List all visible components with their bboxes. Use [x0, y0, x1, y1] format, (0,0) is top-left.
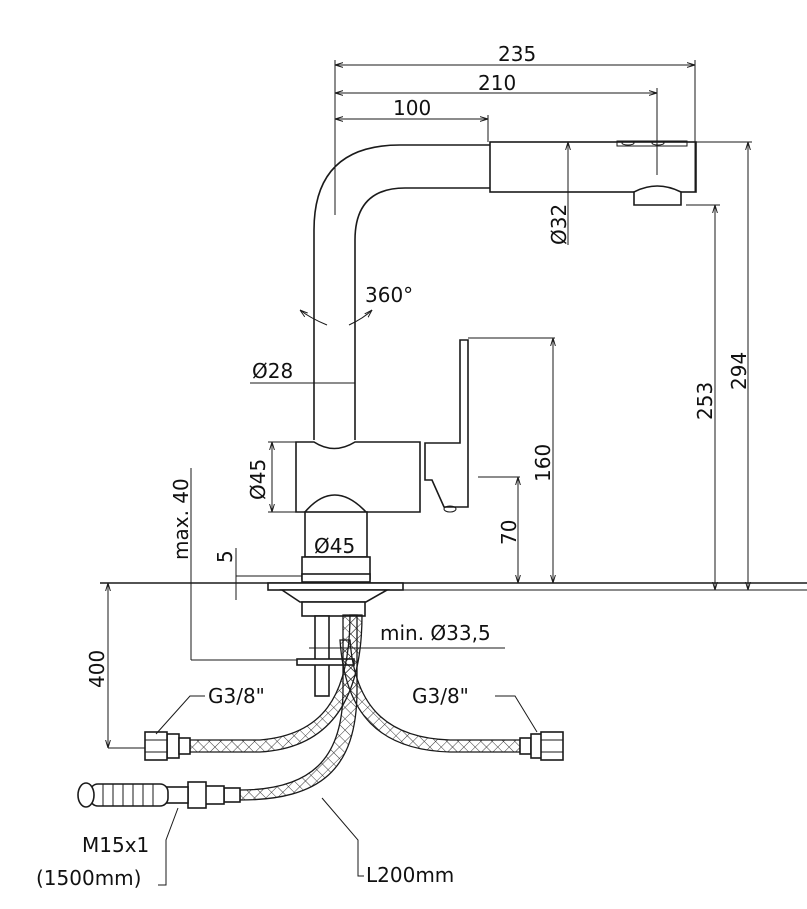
- dim-max-40: max. 40: [169, 478, 193, 560]
- dim-70: 70: [497, 520, 521, 545]
- supply-hoses: [77, 614, 564, 809]
- dimension-labels: 235 210 100 Ø32 294 253 360° Ø28 Ø45 Ø45…: [36, 42, 751, 890]
- deck-mount: [100, 582, 807, 697]
- dim-5: 5: [213, 550, 237, 563]
- dim-base-diameter: Ø45: [314, 534, 355, 558]
- dimension-lines: [108, 60, 752, 886]
- dim-spout-diameter: Ø32: [547, 204, 571, 245]
- label-pullout-length: (1500mm): [36, 866, 141, 890]
- dim-rotation: 360°: [365, 283, 413, 307]
- spout: [313, 140, 720, 440]
- dim-pipe-diameter: Ø28: [252, 359, 293, 383]
- dim-160: 160: [531, 444, 555, 482]
- dim-294: 294: [727, 352, 751, 390]
- dim-253: 253: [693, 382, 717, 420]
- dim-235: 235: [498, 42, 536, 66]
- dim-hole-diameter: min. Ø33,5: [380, 621, 491, 645]
- dim-210: 210: [478, 71, 516, 95]
- faucet-body: [295, 339, 469, 583]
- dim-100: 100: [393, 96, 431, 120]
- dim-body-diameter: Ø45: [246, 459, 270, 500]
- dim-400: 400: [85, 650, 109, 688]
- label-right-supply: G3/8": [412, 684, 469, 708]
- label-hose-length: L200mm: [366, 863, 454, 887]
- label-left-supply: G3/8": [208, 684, 265, 708]
- label-pullout-thread: M15x1: [82, 833, 149, 857]
